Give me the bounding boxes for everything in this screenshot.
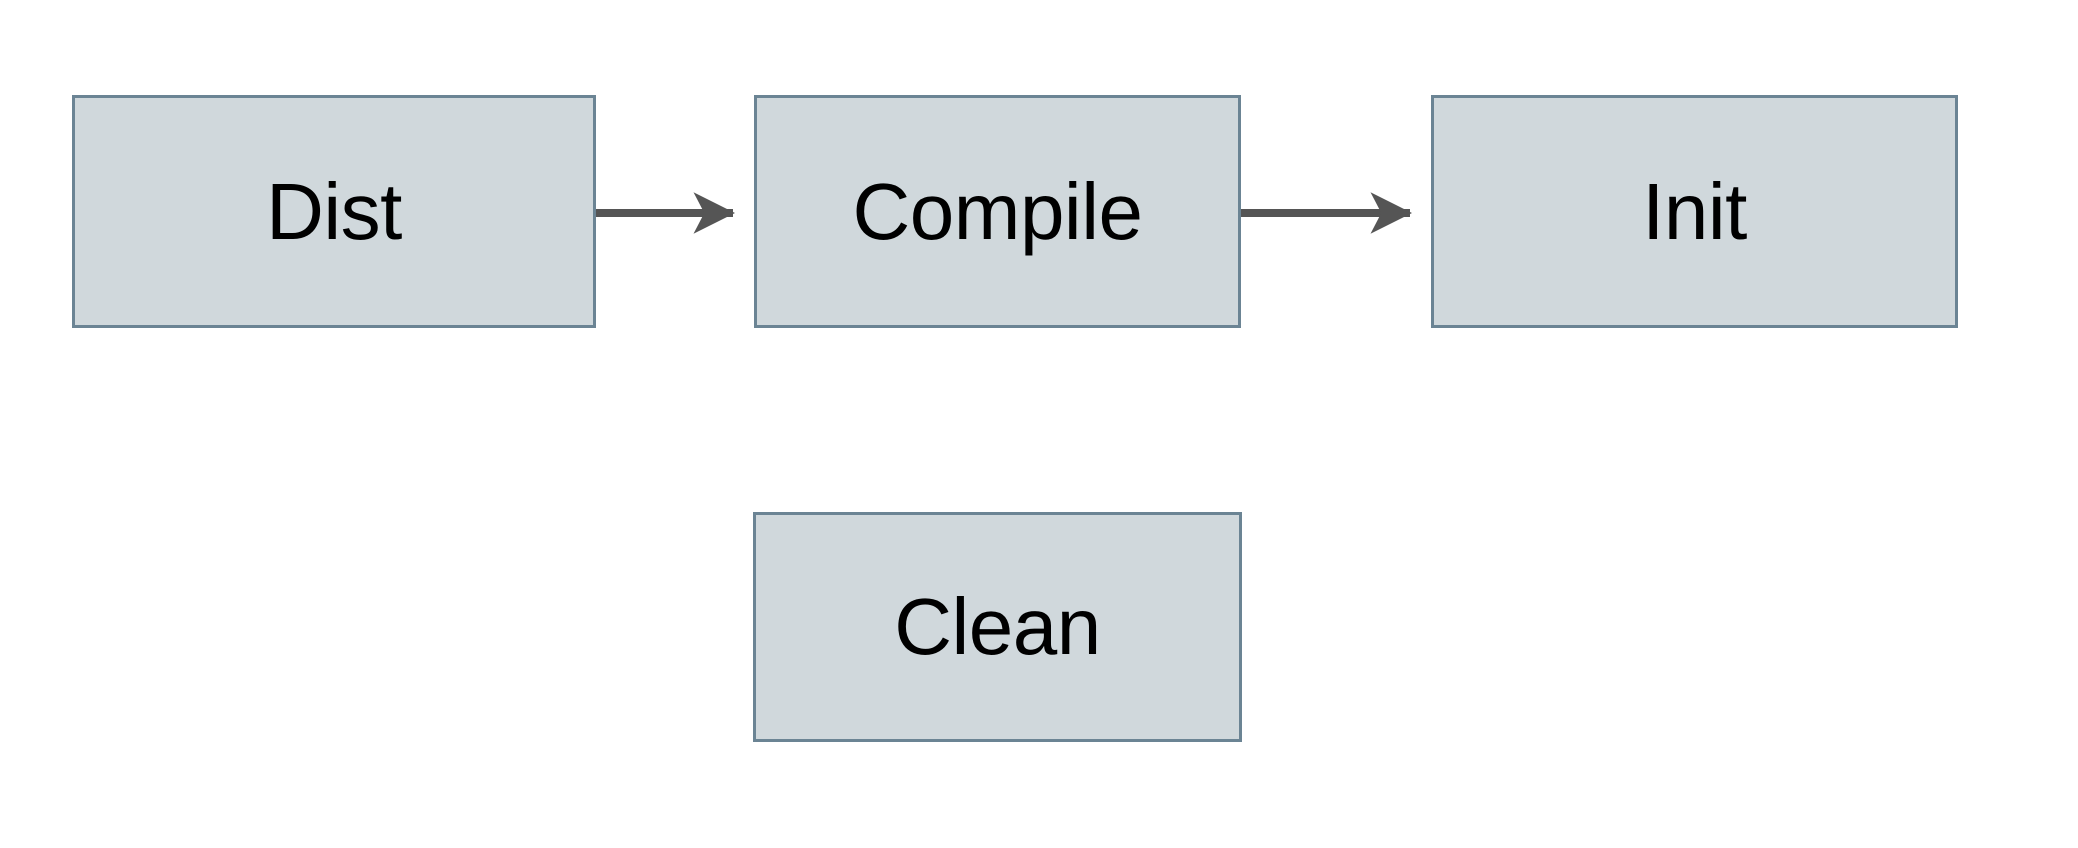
node-dist[interactable]: Dist xyxy=(72,95,596,328)
node-init[interactable]: Init xyxy=(1431,95,1958,328)
node-dist-label: Dist xyxy=(266,166,402,256)
node-init-label: Init xyxy=(1642,166,1747,256)
node-compile-label: Compile xyxy=(852,166,1143,256)
node-compile[interactable]: Compile xyxy=(754,95,1241,328)
node-clean[interactable]: Clean xyxy=(753,512,1242,742)
node-clean-label: Clean xyxy=(894,582,1101,671)
